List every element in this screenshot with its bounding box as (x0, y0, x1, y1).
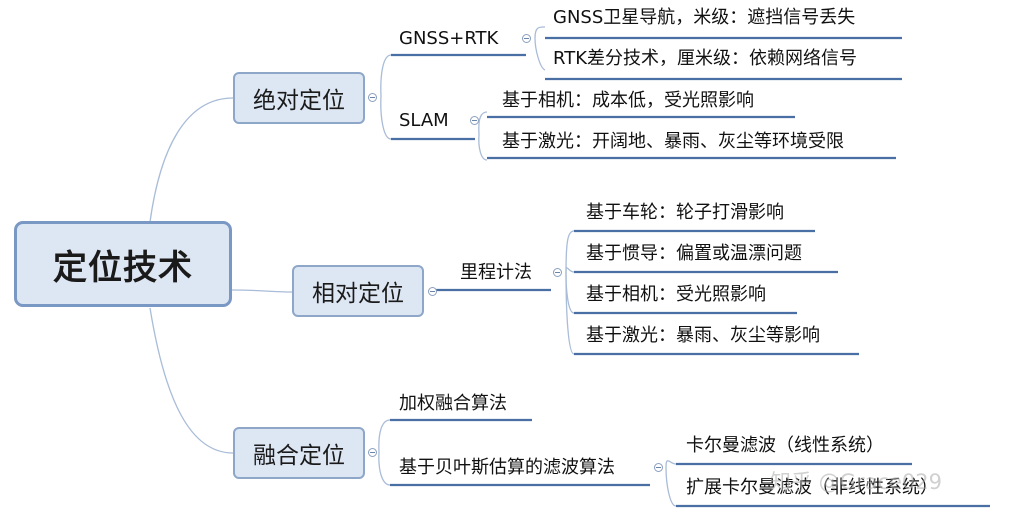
node-weighted-fusion[interactable]: 加权融合算法 (399, 393, 507, 414)
leaf-odometry-inertial[interactable]: 基于惯导：偏置或温漂问题 (586, 243, 802, 264)
collapse-toggle-odometry[interactable] (553, 268, 562, 277)
watermark: 知乎 @Grace029 (770, 470, 942, 494)
leaf-rtk-differential[interactable]: RTK差分技术，厘米级：依赖网络信号 (553, 48, 857, 69)
leaf-odometry-wheel[interactable]: 基于车轮：轮子打滑影响 (586, 202, 784, 223)
collapse-toggle-relative[interactable] (428, 287, 437, 296)
root-node-label: 定位技术 (53, 247, 193, 288)
node-absolute-positioning-label: 绝对定位 (253, 88, 345, 114)
node-bayes-filter[interactable]: 基于贝叶斯估算的滤波算法 (399, 457, 615, 478)
root-node[interactable]: 定位技术 (14, 221, 232, 307)
collapse-toggle-slam[interactable] (470, 116, 479, 125)
leaf-slam-camera[interactable]: 基于相机：成本低，受光照影响 (502, 90, 754, 111)
leaf-odometry-camera[interactable]: 基于相机：受光照影响 (586, 284, 766, 305)
node-gnss-rtk[interactable]: GNSS+RTK (399, 28, 499, 49)
collapse-toggle-absolute[interactable] (368, 93, 377, 102)
node-fusion-positioning-label: 融合定位 (253, 443, 345, 469)
leaf-slam-laser[interactable]: 基于激光：开阔地、暴雨、灰尘等环境受限 (502, 131, 844, 152)
node-odometry[interactable]: 里程计法 (460, 262, 532, 283)
leaf-kalman-filter[interactable]: 卡尔曼滤波（线性系统） (686, 435, 884, 456)
leaf-odometry-laser[interactable]: 基于激光：暴雨、灰尘等影响 (586, 325, 820, 346)
node-absolute-positioning[interactable]: 绝对定位 (233, 72, 365, 124)
collapse-toggle-bayes[interactable] (654, 463, 663, 472)
node-relative-positioning-label: 相对定位 (312, 281, 404, 307)
leaf-extended-kalman-filter[interactable]: 扩展卡尔曼滤波（非线性系统） (686, 477, 938, 498)
node-fusion-positioning[interactable]: 融合定位 (233, 427, 365, 479)
leaf-gnss-satellite[interactable]: GNSS卫星导航，米级：遮挡信号丢失 (553, 7, 856, 28)
collapse-toggle-fusion[interactable] (368, 448, 377, 457)
node-slam[interactable]: SLAM (399, 110, 449, 131)
node-relative-positioning[interactable]: 相对定位 (292, 265, 424, 317)
collapse-toggle-gnss-rtk[interactable] (522, 34, 531, 43)
